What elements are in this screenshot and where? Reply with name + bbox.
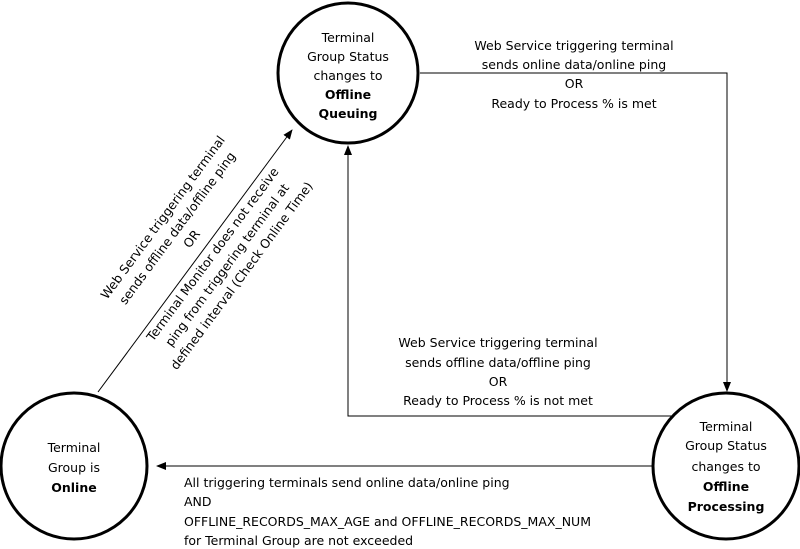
edge-label-line: ping from triggering terminal at [162,181,292,350]
edge-label-line: OR [565,76,584,91]
edge-label-line: All triggering terminals send online dat… [184,475,510,490]
edge-label-line: Web Service triggering terminal [474,38,673,53]
node-label-state: Processing [688,499,765,514]
node-label: changes to [313,68,382,83]
node-label: Group is [48,460,100,475]
node-label: Terminal [321,30,375,45]
edge-label-line: sends online data/online ping [482,57,666,72]
node-offline-processing: Terminal Group Status changes to Offline… [651,391,800,541]
node-offline-processing-circle [651,391,800,541]
edge-label-line: Ready to Process % is met [491,96,656,111]
edge-label-line: Web Service triggering terminal [398,335,597,350]
node-label-state: Offline [325,87,371,102]
edge-label-queuing-to-processing: Web Service triggering terminal sends on… [474,38,673,111]
node-label-state: Queuing [318,106,377,121]
node-label: changes to [691,459,760,474]
node-offline-queuing-circle [276,1,420,145]
edge-label-processing-to-online: All triggering terminals send online dat… [184,475,591,548]
node-offline-queuing: Terminal Group Status changes to Offline… [276,1,420,145]
edge-online-to-queuing [97,129,293,393]
node-label: Group Status [685,438,767,453]
edge-label-line: for Terminal Group are not exceeded [184,533,413,548]
node-label: Terminal [699,419,753,434]
edge-label-processing-to-queuing: Web Service triggering terminal sends of… [398,335,597,408]
edge-label-line: Ready to Process % is not met [403,393,593,408]
edge-label-online-to-queuing: Web Service triggering terminal sends of… [97,133,315,373]
edge-label-line: AND [184,494,212,509]
node-label-state: Offline [703,479,749,494]
edge-label-line: OR [489,374,508,389]
node-label: Terminal [47,440,101,455]
edge-label-line: sends offline data/offline ping [405,355,591,370]
edge-label-line: OFFLINE_RECORDS_MAX_AGE and OFFLINE_RECO… [184,514,591,529]
edge-processing-to-queuing [344,145,676,417]
node-label: Group Status [307,49,389,64]
node-online-circle [0,391,149,541]
node-online: Terminal Group is Online [0,391,149,541]
edge-queuing-to-processing [420,72,731,392]
node-label-state: Online [51,480,96,495]
